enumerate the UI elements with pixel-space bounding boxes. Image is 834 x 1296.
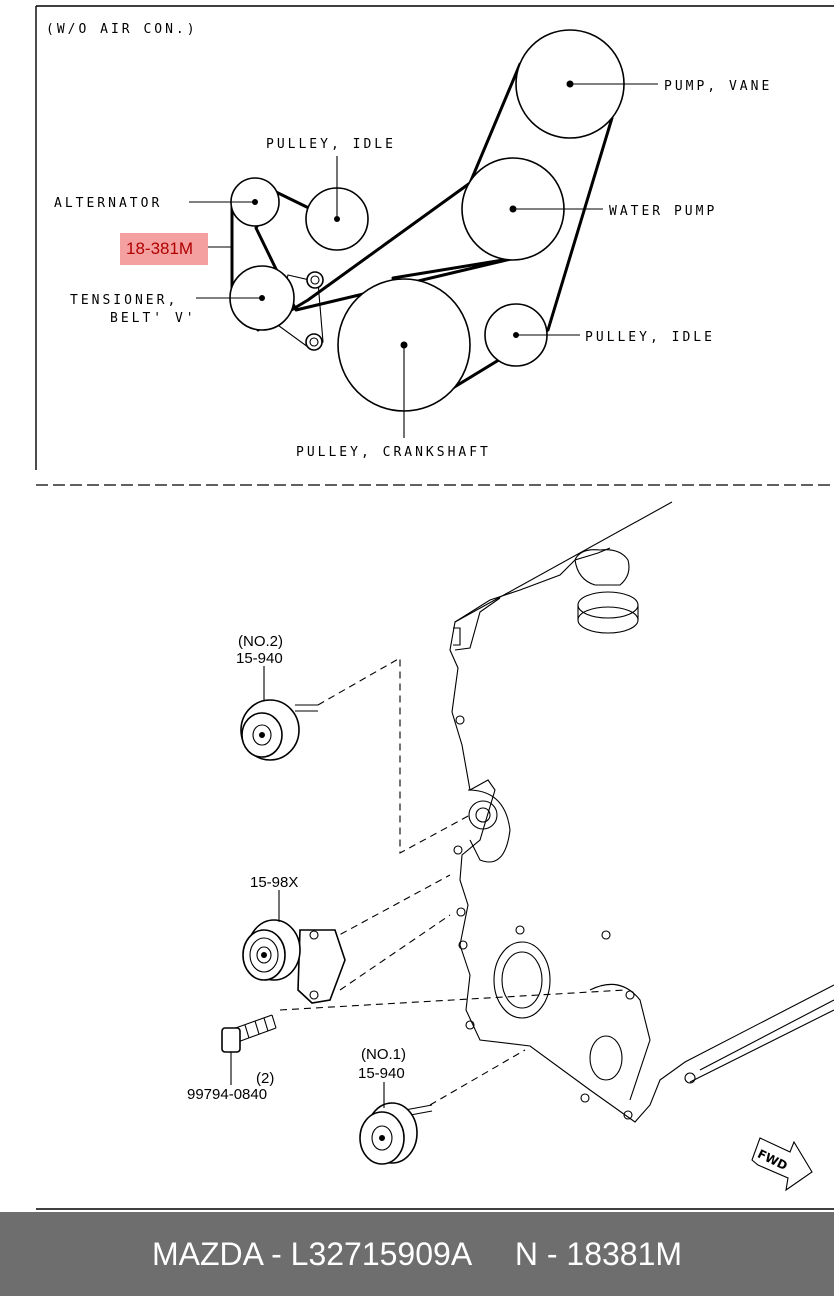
fwd-label: FWD	[755, 1147, 789, 1173]
footer-banner: MAZDA - L32715909A N - 18381M	[0, 1212, 834, 1296]
label-belt-part-number: 18-381M	[126, 239, 193, 258]
idler-pulley-no1	[359, 1102, 433, 1165]
callout-idler-no2-tag: (NO.2)	[238, 633, 283, 650]
label-pulley-idle-right: PULLEY, IDLE	[585, 330, 715, 345]
fwd-arrow-icon: FWD	[751, 1137, 813, 1192]
engine-front-cover	[449, 501, 834, 1123]
idler-pulley-no2	[240, 699, 318, 761]
label-pump-vane: PUMP, VANE	[664, 79, 772, 94]
callout-idler-no1-part: 15-940	[358, 1065, 405, 1082]
label-alternator: ALTERNATOR	[54, 196, 162, 211]
tensioner-bolt	[221, 1014, 277, 1053]
tensioner-assembly	[242, 919, 346, 1004]
callout-bolt-part: 99794-0840	[187, 1086, 267, 1103]
callout-tensioner-part: 15-98X	[250, 874, 298, 891]
callout-idler-no2-part: 15-940	[236, 650, 283, 667]
label-tensioner: TENSIONER,	[70, 293, 178, 308]
label-pulley-idle-top: PULLEY, IDLE	[266, 137, 396, 152]
footer-text: MAZDA - L32715909A N - 18381M	[151, 1235, 683, 1272]
callout-bolt-qty: (2)	[256, 1070, 274, 1087]
belt-part-highlight	[120, 233, 208, 265]
section-title: (W/O AIR CON.)	[46, 22, 198, 37]
label-water-pump: WATER PUMP	[609, 204, 717, 219]
belt-routing-diagram: (W/O AIR CON.) PUMP, VANE PULLEY, IDLE A…	[35, 5, 834, 1210]
callout-idler-no1-tag: (NO.1)	[361, 1046, 406, 1063]
label-belt-v: BELT' V'	[110, 311, 197, 326]
label-pulley-crankshaft: PULLEY, CRANKSHAFT	[296, 445, 491, 460]
